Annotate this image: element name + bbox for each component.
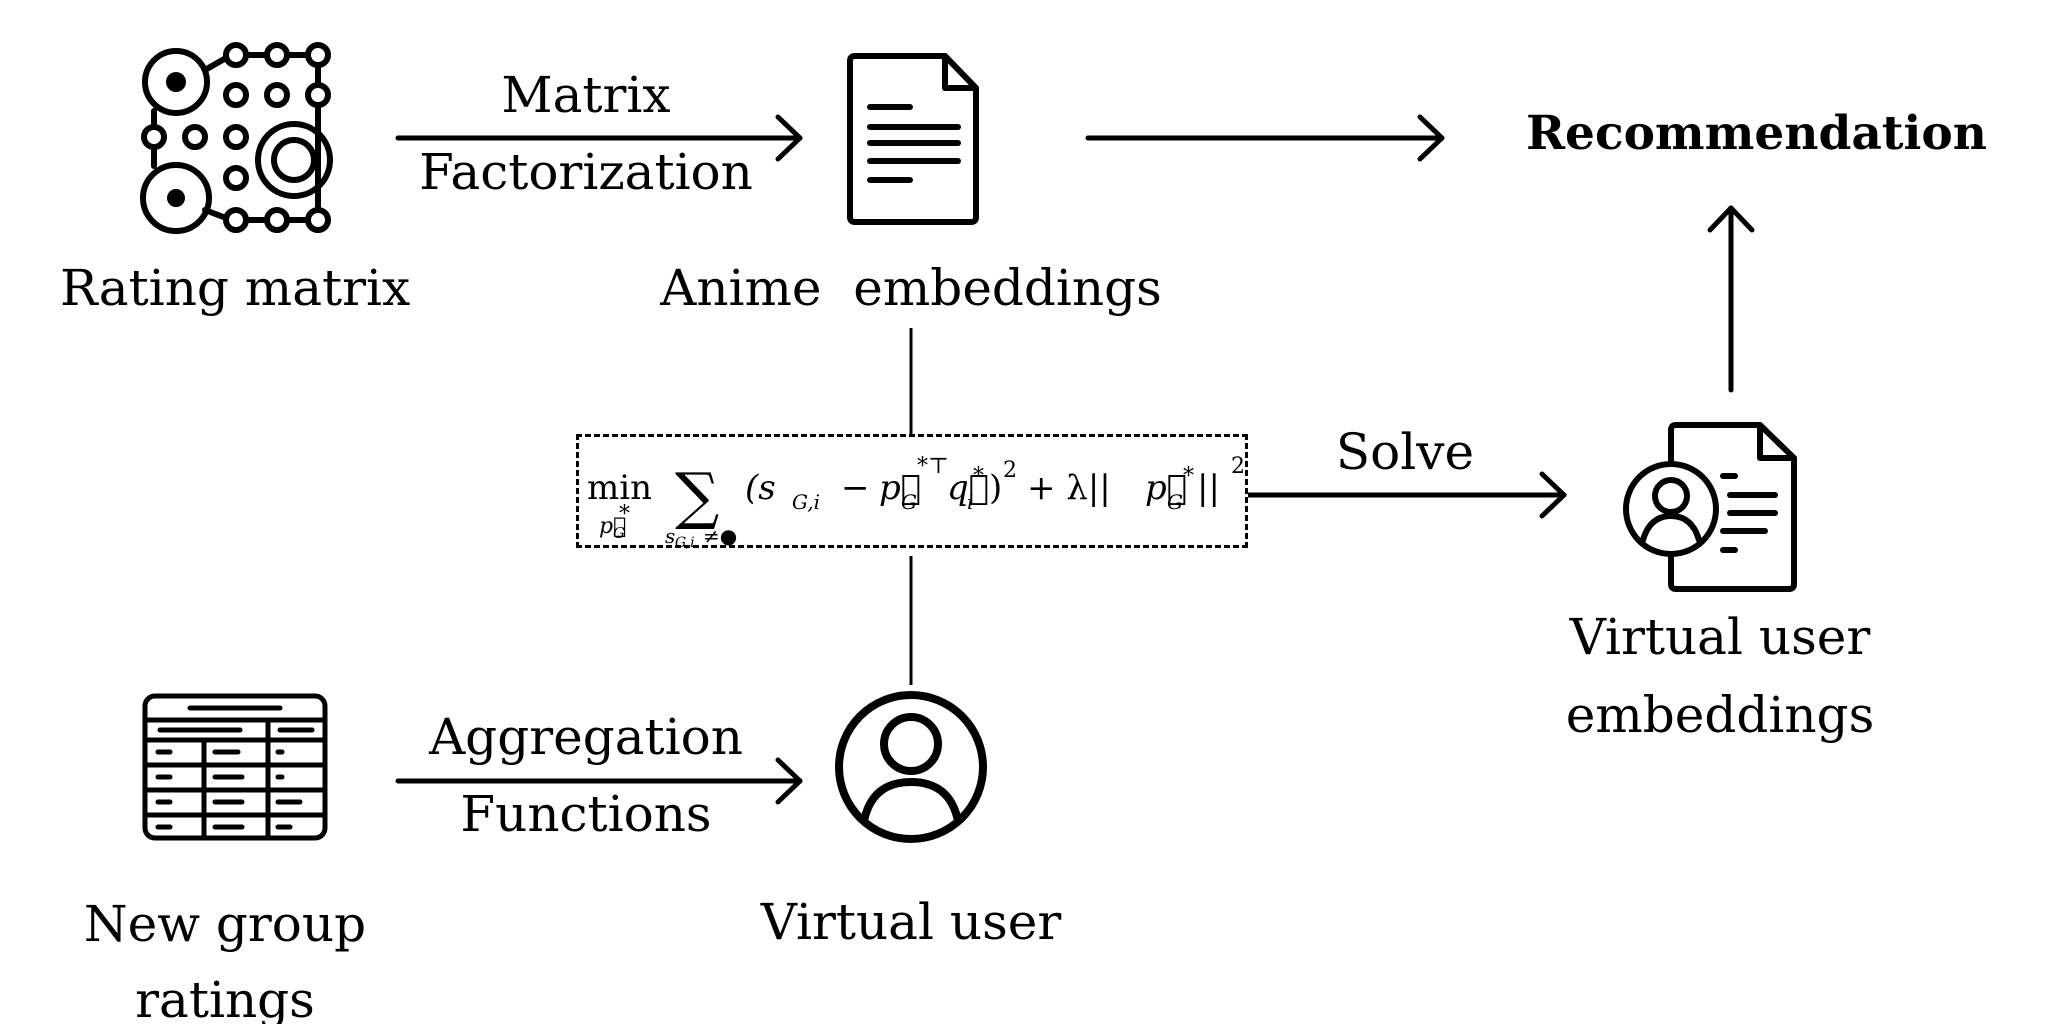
new-group-ratings-label-line1: New group bbox=[83, 895, 367, 953]
formula-p-sub: G bbox=[901, 490, 917, 514]
formula-p-sup: *⊤ bbox=[917, 454, 949, 479]
up-to-recommendation-arrow bbox=[1707, 205, 1755, 393]
formula-body-sub: G,i bbox=[792, 490, 820, 514]
formula-q-sub: i bbox=[967, 490, 973, 514]
formula-body: (s bbox=[745, 468, 776, 508]
virtual-user-embeddings-label-line1: Virtual user bbox=[1569, 608, 1871, 666]
formula-sq2: 2 bbox=[1231, 454, 1245, 479]
formula-sq: 2 bbox=[1003, 458, 1017, 483]
formula-sum: ∑ bbox=[675, 459, 719, 532]
formula-p: p⃗ bbox=[879, 468, 921, 508]
formula-min: min bbox=[587, 468, 652, 508]
formula-min-star: * bbox=[619, 502, 630, 527]
aggregation-arrow bbox=[395, 757, 803, 805]
document-icon bbox=[847, 53, 979, 225]
objective-formula: min p⃗ G * ∑ s G,i ≠● (s G,i − p⃗ G *⊤ q… bbox=[587, 454, 1245, 551]
anime-embeddings-label: Anime embeddings bbox=[660, 259, 1162, 317]
formula-q: q⃗ bbox=[947, 468, 989, 508]
formula-minus: − bbox=[841, 468, 870, 508]
solve-label: Solve bbox=[1335, 423, 1475, 481]
formula-min-sub: p⃗ bbox=[599, 514, 626, 539]
new-group-ratings-label-line2: ratings bbox=[135, 971, 315, 1024]
formula-sum-sub: s bbox=[665, 524, 675, 548]
user-circle-icon bbox=[835, 691, 987, 843]
formula-p2-sub: G bbox=[1167, 490, 1183, 514]
recommendation-label: Recommendation bbox=[1526, 106, 1987, 161]
formula-plus-lambda: + λ|| bbox=[1027, 468, 1111, 508]
virtual-user-label: Virtual user bbox=[760, 893, 1062, 951]
user-document-icon bbox=[1623, 422, 1797, 592]
table-icon bbox=[142, 693, 328, 841]
solve-arrow bbox=[1245, 471, 1567, 519]
aggregation-label: Aggregation bbox=[429, 708, 743, 766]
matrix-factorization-arrow bbox=[395, 114, 803, 162]
matrix-label: Matrix bbox=[501, 66, 671, 124]
formula-close: ) bbox=[989, 468, 1002, 508]
rating-matrix-icon bbox=[140, 42, 333, 234]
formula-min-sub-g: G bbox=[613, 524, 625, 542]
formula-sum-sub-idx: G,i bbox=[675, 535, 695, 551]
formula-norm-close: || bbox=[1197, 468, 1220, 508]
formula-p2-sup: * bbox=[1183, 464, 1194, 489]
formula-p2: p⃗ bbox=[1145, 468, 1187, 508]
rating-matrix-label: Rating matrix bbox=[60, 259, 411, 317]
functions-label: Functions bbox=[460, 785, 712, 843]
to-recommendation-arrow bbox=[1085, 114, 1445, 162]
formula-q-sup: * bbox=[973, 464, 984, 489]
factorization-label: Factorization bbox=[419, 143, 753, 201]
virtual-user-embeddings-label-line2: embeddings bbox=[1565, 686, 1875, 744]
formula-sum-sub-rest: ≠● bbox=[703, 524, 737, 548]
objective-formula-box: min p⃗ G * ∑ s G,i ≠● (s G,i − p⃗ G *⊤ q… bbox=[576, 434, 1248, 551]
